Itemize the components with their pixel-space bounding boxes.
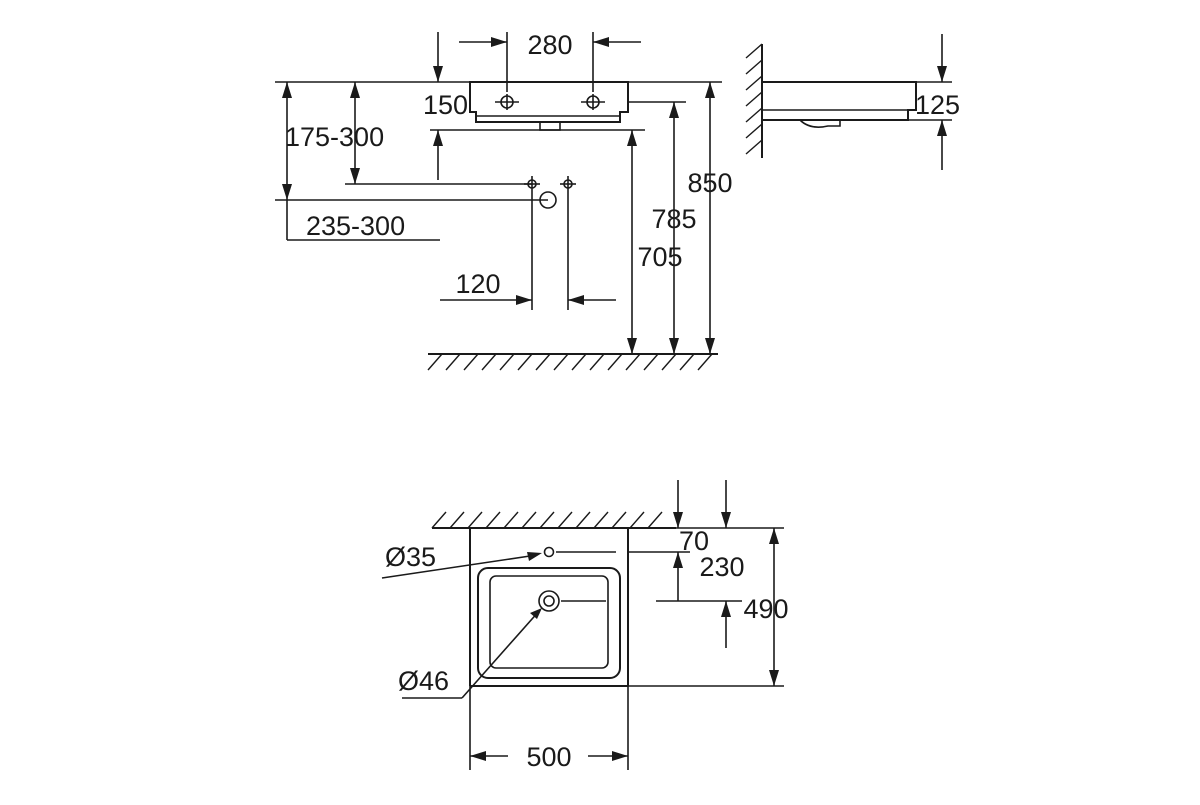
basin-side-outline [762, 81, 917, 121]
side-view: 125 [745, 34, 960, 170]
tap-hole-left [495, 94, 519, 110]
side-waste [799, 119, 841, 128]
waste-outlet [539, 121, 561, 131]
dim-rough-in: 175-300 [285, 122, 384, 152]
front-view: 280 150 175-300 235-300 [275, 30, 733, 371]
tap-hole-top [543, 546, 555, 558]
dim-width: 500 [526, 742, 571, 772]
dim-side-thickness: 125 [915, 90, 960, 120]
dim-waste-offset: 235-300 [306, 211, 405, 241]
top-view: Ø35 Ø46 70 230 490 5 [381, 480, 789, 772]
supply-left [524, 176, 540, 192]
dim-waste-from-wall: 230 [699, 552, 744, 582]
dim-outlet-height: 705 [637, 242, 682, 272]
dim-tap-spacing: 280 [527, 30, 572, 60]
dim-waste-diameter: Ø46 [398, 666, 449, 696]
supply-right [560, 176, 576, 192]
dim-tap-hole-diameter: Ø35 [385, 542, 436, 572]
basin-bowl-outer [477, 567, 621, 679]
dim-top-height: 850 [687, 168, 732, 198]
dim-supply-spacing: 120 [455, 269, 500, 299]
basin-bowl-inner [489, 575, 609, 669]
dim-tap-from-wall: 70 [679, 526, 709, 556]
wall-hatch [745, 43, 763, 158]
dim-depth: 490 [743, 594, 788, 624]
floor-hatch [427, 353, 718, 371]
dim-basin-depth: 150 [423, 90, 468, 120]
basin-front-outline [469, 81, 629, 123]
waste-top-outer [538, 590, 560, 612]
tap-hole-right [581, 94, 605, 110]
waste-connection [539, 191, 557, 209]
dim-underside-height: 785 [651, 204, 696, 234]
waste-top-inner [543, 595, 555, 607]
wall-hatch-top [431, 511, 676, 529]
